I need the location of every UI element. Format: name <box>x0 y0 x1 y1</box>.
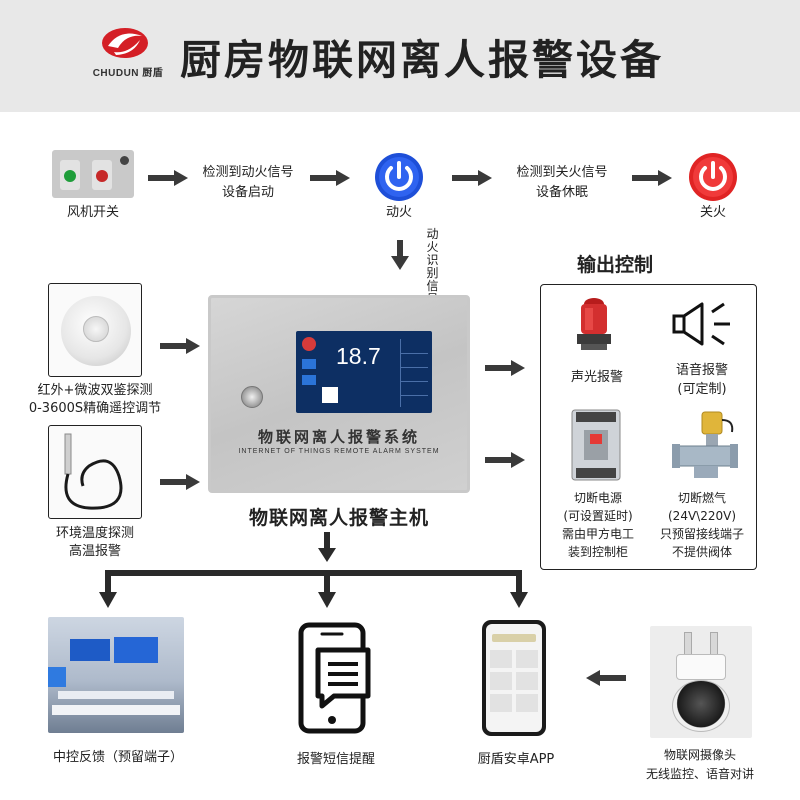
bus-drop-left <box>105 570 111 594</box>
arrow-right-icon <box>160 474 200 490</box>
arrow-right-icon <box>148 170 188 186</box>
page-title: 厨房物联网离人报警设备 <box>180 36 664 84</box>
power-cut-line2: (可设置延时) <box>563 509 633 523</box>
gas-valve-image <box>672 411 738 478</box>
control-center-image <box>48 617 184 733</box>
arrow-right-icon <box>160 338 200 354</box>
bus-drop-center <box>324 570 330 594</box>
control-center-label: 中控反馈（预留端子） <box>52 750 183 765</box>
off-detect-line1: 检测到关火信号 <box>516 165 608 180</box>
power-cut-line3: 需由甲方电工 <box>561 527 634 541</box>
arrow-down-icon <box>510 592 528 608</box>
arrow-down-icon <box>99 592 117 608</box>
pir-sensor-line1: 红外+微波双鉴探测 <box>37 383 153 398</box>
voice-alarm-line2: (可定制) <box>677 382 727 397</box>
temperature-readout: 18.7 <box>336 343 381 369</box>
bus-drop-right <box>516 570 522 594</box>
host-display-screen: 18.7 <box>296 331 432 413</box>
power-cut-line4: 装到控制柜 <box>567 545 628 559</box>
distribution-bus-line <box>105 570 522 576</box>
host-panel-name-en: INTERNET OF THINGS REMOTE ALARM SYSTEM <box>238 448 440 455</box>
power-cut-line1: 切断电源 <box>573 491 622 505</box>
fan-switch-label: 风机开关 <box>66 205 119 220</box>
camera-line2: 无线监控、语音对讲 <box>645 767 754 781</box>
power-on-icon <box>375 153 423 201</box>
arrow-right-icon <box>485 360 525 376</box>
off-detect-line2: 设备休眠 <box>535 185 588 200</box>
temperature-probe-line2: 高温报警 <box>68 544 121 559</box>
light-alarm-label: 声光报警 <box>570 370 623 385</box>
android-app-image <box>482 620 546 736</box>
alarm-host-panel: 18.7 物联网离人报警系统 INTERNET OF THINGS REMOTE… <box>208 295 470 493</box>
arrow-down-icon <box>318 592 336 608</box>
arrow-right-icon <box>632 170 672 186</box>
arrow-left-icon <box>586 670 626 686</box>
voice-alarm-line1: 语音报警 <box>675 363 728 378</box>
arrow-right-icon <box>485 452 525 468</box>
app-label: 厨盾安卓APP <box>477 752 555 767</box>
brand-logo-text: CHUDUN 厨盾 <box>92 68 164 79</box>
off-label: 关火 <box>699 205 726 220</box>
iot-camera-image <box>650 626 752 738</box>
circuit-breaker-image <box>571 409 621 481</box>
alarm-light-icon <box>577 298 611 350</box>
ignite-detect-line2: 设备启动 <box>221 185 274 200</box>
output-control-panel <box>540 284 757 570</box>
gas-cut-line2: (24V\220V) <box>668 509 736 523</box>
fan-switch-image <box>52 150 134 198</box>
output-title: 输出控制 <box>576 254 653 276</box>
power-off-icon <box>689 153 737 201</box>
temperature-probe-image <box>48 425 142 519</box>
ignite-detect-line1: 检测到动火信号 <box>202 165 294 180</box>
pir-sensor-image <box>48 283 142 377</box>
arrow-right-icon <box>452 170 492 186</box>
phone-sms-icon <box>298 622 371 734</box>
temperature-probe-line1: 环境温度探测 <box>55 526 134 541</box>
host-caption: 物联网离人报警主机 <box>248 507 429 529</box>
gas-cut-line1: 切断燃气 <box>677 491 726 505</box>
arrow-down-icon <box>391 240 409 270</box>
brand-logo-icon <box>102 28 148 58</box>
camera-line1: 物联网摄像头 <box>663 748 736 762</box>
sms-label: 报警短信提醒 <box>296 752 375 767</box>
pir-sensor-line2: 0-3600S精确遥控调节 <box>28 401 162 416</box>
speaker-icon <box>672 302 730 346</box>
arrow-right-icon <box>310 170 350 186</box>
arrow-down-icon <box>318 532 336 562</box>
host-reset-button[interactable] <box>241 386 263 408</box>
gas-cut-line4: 不提供阀体 <box>671 545 732 559</box>
gas-cut-line3: 只预留接线端子 <box>659 527 744 541</box>
host-panel-name: 物联网离人报警系统 <box>257 428 420 446</box>
ignite-label: 动火 <box>385 205 412 220</box>
